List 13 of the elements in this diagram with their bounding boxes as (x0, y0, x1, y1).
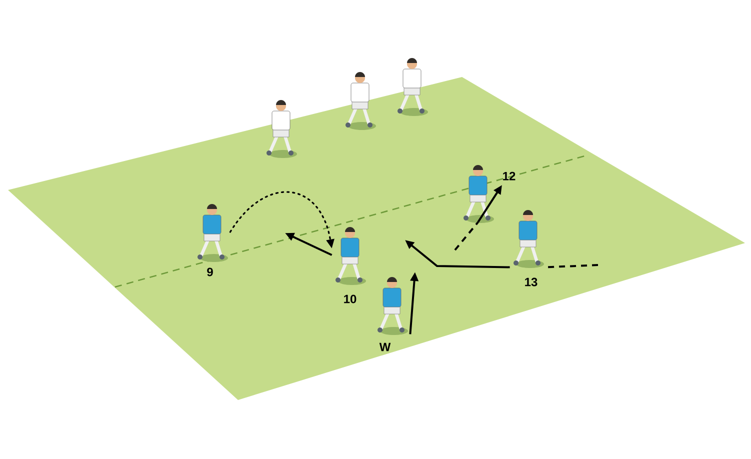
player-number: W (379, 342, 391, 352)
player (266, 100, 297, 158)
player (346, 72, 376, 130)
player (514, 210, 544, 268)
player (336, 227, 366, 285)
player (398, 58, 428, 116)
player-number: 12 (503, 172, 516, 180)
player (464, 165, 494, 223)
player (378, 277, 408, 335)
player-number: 13 (525, 278, 538, 286)
player (198, 204, 228, 262)
player-number: 10 (344, 294, 356, 304)
player-number: 9 (207, 268, 213, 276)
